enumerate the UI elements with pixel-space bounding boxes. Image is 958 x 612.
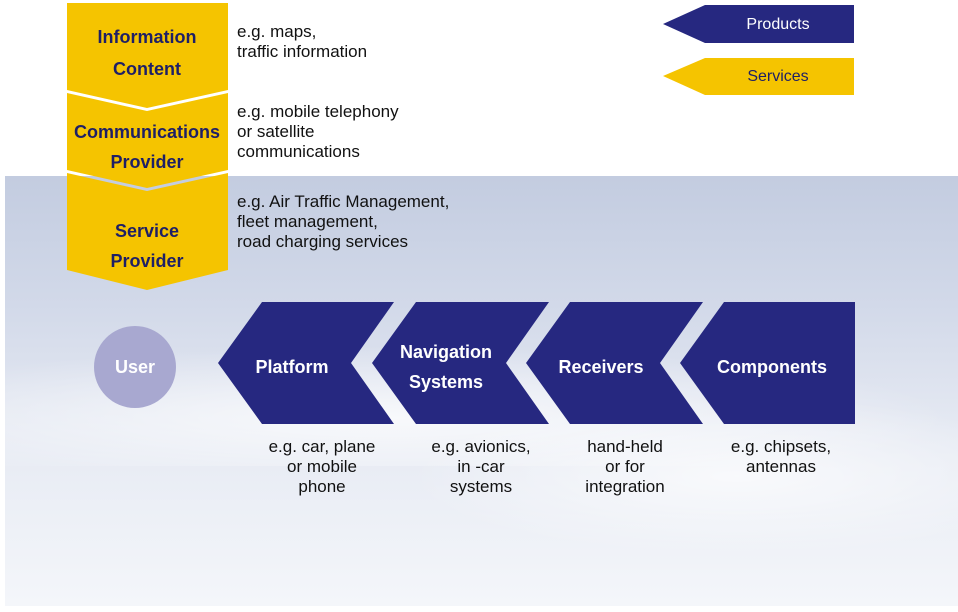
receivers-example: hand-held or for integration [585, 437, 665, 496]
communications-provider-chevron [67, 93, 228, 188]
communications-provider-label-line1: Communications [74, 122, 220, 142]
communications-provider-label-line2: Provider [110, 152, 183, 172]
navigation-systems-arrow [372, 302, 549, 424]
product-navigation-systems: Navigation Systems [372, 302, 549, 424]
legend-products-label: Products [746, 16, 809, 33]
services-arrow [663, 58, 854, 95]
information-content-label-line2: Content [113, 59, 181, 79]
information-content-label-line1: Information [98, 27, 197, 47]
information-content-chevron [67, 3, 228, 108]
product-receivers: Receivers [526, 302, 703, 424]
platform-example: e.g. car, plane or mobile phone [268, 437, 376, 496]
navigation-systems-label-line1: Navigation [400, 342, 492, 362]
legend-services: Services [663, 58, 854, 95]
chain-communications-provider: Communications Provider [67, 93, 228, 188]
platform-arrow [218, 302, 394, 424]
service-provider-example: e.g. Air Traffic Management, fleet manag… [237, 192, 450, 251]
receivers-arrow [526, 302, 703, 424]
user-circle [94, 326, 176, 408]
receivers-label: Receivers [558, 357, 643, 377]
service-provider-label-line2: Provider [110, 251, 183, 271]
user-node: User [94, 326, 176, 408]
components-example: e.g. chipsets, antennas [730, 437, 832, 476]
components-label: Components [717, 357, 827, 377]
chain-service-provider: Service Provider [67, 173, 228, 290]
legend-products: Products [663, 5, 854, 43]
communications-provider-example: e.g. mobile telephony or satellite commu… [237, 102, 399, 161]
user-label: User [115, 357, 155, 377]
navigation-systems-example: e.g. avionics, in -car systems [431, 437, 531, 496]
navigation-systems-label-line2: Systems [409, 372, 483, 392]
chain-information-content: Information Content [67, 3, 228, 108]
product-components: Components [680, 302, 855, 424]
products-arrow [663, 5, 854, 43]
product-platform: Platform [218, 302, 394, 424]
components-arrow [680, 302, 855, 424]
legend-services-label: Services [747, 68, 808, 85]
service-provider-chevron [67, 173, 228, 290]
information-content-example: e.g. maps, traffic information [237, 22, 368, 61]
service-provider-label-line1: Service [115, 221, 179, 241]
platform-label: Platform [255, 357, 328, 377]
